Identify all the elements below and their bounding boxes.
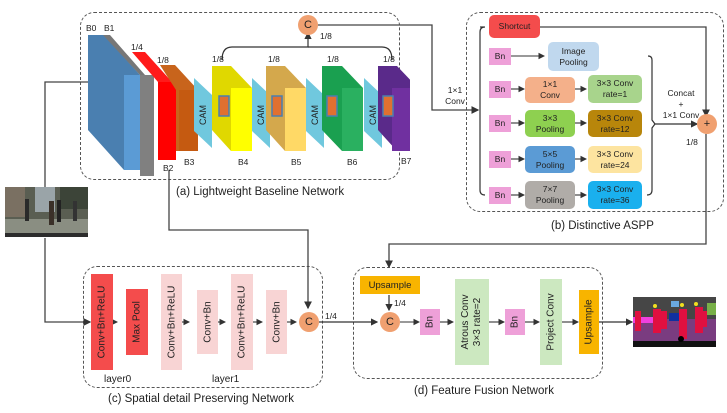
aspp-branch-1-first: 1×1 Conv bbox=[525, 77, 575, 103]
fusion-project-conv: Project Conv bbox=[540, 279, 562, 365]
aspp-merge-label: Concat + 1×1 Conv bbox=[662, 87, 700, 120]
scale-b1: 1/4 bbox=[131, 42, 143, 52]
aspp-branch-1-second: 3×3 Conv rate=1 bbox=[588, 75, 642, 103]
spatial-layer1-label: layer1 bbox=[212, 374, 240, 385]
wire-input-to-spatial bbox=[44, 238, 92, 326]
aspp-sum-scale: 1/8 bbox=[686, 137, 698, 147]
aspp-branch-3-first: 5×5 Pooling bbox=[525, 146, 575, 173]
aspp-branch-3-second: 3×3 Conv rate=24 bbox=[588, 146, 642, 173]
aspp-bn-4: Bn bbox=[489, 187, 511, 204]
spatial-layer1-conv-3: Conv+Bn+ReLU bbox=[231, 274, 253, 370]
spatial-maxpool: Max Pool bbox=[126, 289, 148, 355]
aspp-image-pooling: Image Pooling bbox=[548, 42, 599, 71]
scale-b5: 1/8 bbox=[268, 54, 280, 64]
spatial-concat-node: C bbox=[299, 312, 319, 332]
label-b3: B3 bbox=[184, 157, 195, 167]
scale-b2: 1/8 bbox=[157, 55, 169, 65]
panel-feature-fusion bbox=[353, 267, 603, 379]
label-b4: B4 bbox=[238, 157, 249, 167]
spatial-layer0-conv: Conv+Bn+ReLU bbox=[91, 274, 113, 370]
fusion-upsample-top: Upsample bbox=[360, 276, 420, 294]
aspp-branch-2-first: 3×3 Pooling bbox=[525, 110, 575, 137]
fusion-upsample-scale: 1/4 bbox=[394, 298, 406, 308]
spatial-layer1-conv-1: Conv+Bn+ReLU bbox=[161, 274, 182, 370]
cam-3 bbox=[306, 78, 324, 148]
aspp-branch-4-second: 3×3 Conv rate=36 bbox=[588, 181, 642, 209]
wire-b2-to-spatial-concat bbox=[168, 170, 312, 310]
aspp-bn-2: Bn bbox=[489, 115, 511, 132]
cam-label-3: CAM bbox=[310, 105, 320, 125]
wire-input-to-b0 bbox=[44, 78, 105, 212]
aspp-bn-0: Bn bbox=[489, 48, 511, 65]
aspp-branch-2-second: 3×3 Conv rate=12 bbox=[588, 110, 642, 137]
label-b5: B5 bbox=[291, 157, 302, 167]
label-b0: B0 bbox=[86, 23, 97, 33]
cam-label-1: CAM bbox=[198, 105, 208, 125]
label-b2: B2 bbox=[163, 163, 174, 173]
fusion-concat-node: C bbox=[380, 312, 400, 332]
output-segmentation-image bbox=[633, 297, 716, 347]
caption-lightweight-baseline: (a) Lightweight Baseline Network bbox=[176, 186, 345, 198]
aspp-merge-bracket bbox=[646, 55, 656, 196]
spatial-layer0-label: layer0 bbox=[104, 374, 132, 385]
label-b1: B1 bbox=[104, 23, 115, 33]
aspp-sum-node: + bbox=[697, 114, 717, 134]
label-b6: B6 bbox=[347, 157, 358, 167]
cam-label-4: CAM bbox=[368, 105, 378, 125]
wire-concat-to-aspp bbox=[318, 24, 480, 114]
aspp-shortcut: Shortcut bbox=[489, 15, 540, 38]
aspp-bn-1: Bn bbox=[489, 81, 511, 98]
fusion-upsample-out: Upsample bbox=[579, 290, 599, 354]
fusion-bn-2: Bn bbox=[505, 309, 525, 335]
spatial-out-scale: 1/4 bbox=[325, 311, 337, 321]
caption-feature-fusion: (d) Feature Fusion Network bbox=[414, 385, 554, 397]
fusion-bn-1: Bn bbox=[420, 309, 440, 335]
baseline-concat-node: C bbox=[298, 15, 318, 35]
caption-spatial-detail: (c) Spatial detail Preserving Network bbox=[108, 393, 294, 405]
wire-shortcut-to-sum bbox=[540, 26, 710, 118]
fusion-atrous-conv: Atrous Conv 3×3 rate=2 bbox=[455, 279, 489, 365]
scale-concat: 1/8 bbox=[320, 31, 332, 41]
baseline-blocks bbox=[88, 35, 410, 176]
aspp-bn-3: Bn bbox=[489, 151, 511, 168]
cam-4 bbox=[364, 78, 382, 148]
fusion-atrous-rate: 3×3 rate=2 bbox=[472, 297, 483, 347]
fusion-atrous-label: Atrous Conv bbox=[460, 294, 471, 350]
spatial-layer1-conv-4: Conv+Bn bbox=[266, 290, 287, 354]
cam-1 bbox=[194, 78, 212, 148]
panel-distinctive-aspp bbox=[466, 12, 724, 212]
aspp-input-bracket bbox=[479, 26, 486, 196]
scale-b6: 1/8 bbox=[327, 54, 339, 64]
cam-2 bbox=[252, 78, 270, 148]
aspp-input-label: 1×1 Conv bbox=[445, 85, 465, 106]
aspp-branch-4-first: 7×7 Pooling bbox=[525, 181, 575, 209]
caption-distinctive-aspp: (b) Distinctive ASPP bbox=[551, 220, 654, 232]
spatial-layer1-conv-2: Conv+Bn bbox=[197, 290, 218, 354]
scale-b4: 1/8 bbox=[212, 54, 224, 64]
wire-sum-to-upsample bbox=[385, 134, 707, 269]
scale-b7: 1/8 bbox=[383, 54, 395, 64]
wire-b4-to-concat bbox=[221, 31, 312, 61]
input-street-image bbox=[5, 187, 88, 237]
panel-spatial-detail bbox=[83, 266, 323, 388]
label-b7: B7 bbox=[401, 156, 412, 166]
wire-b7-to-concat bbox=[308, 46, 393, 61]
cam-label-2: CAM bbox=[256, 105, 266, 125]
